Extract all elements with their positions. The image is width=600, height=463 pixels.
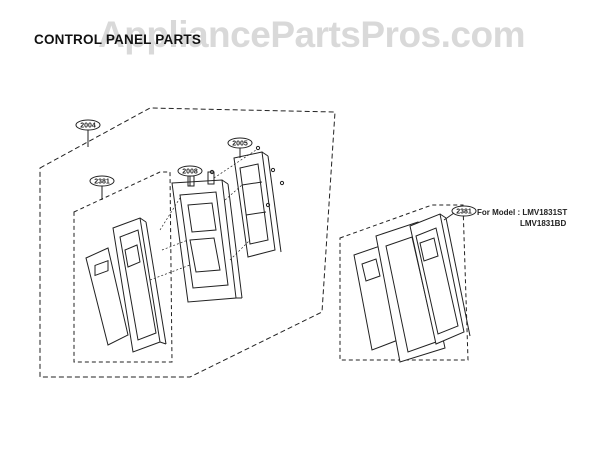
callout-2004: 2004 xyxy=(80,123,96,130)
watermark: AppliancePartsPros.com xyxy=(98,14,525,55)
callout-2005: 2005 xyxy=(232,141,248,148)
front-panel-right xyxy=(409,213,471,345)
model-note-line-1: For Model : LMV1831ST xyxy=(477,208,568,217)
model-note-line-2: LMV1831BD xyxy=(520,219,567,228)
pcb-board xyxy=(233,151,282,258)
window-film-left xyxy=(85,247,129,346)
model-note: For Model : LMV1831ST LMV1831BD xyxy=(477,207,567,229)
callout-2381-right-bubble xyxy=(451,205,477,217)
callout-2008: 2008 xyxy=(182,169,198,176)
front-panel-left xyxy=(112,217,167,353)
page-title: CONTROL PANEL PARTS xyxy=(34,32,202,47)
control-panel-middle xyxy=(171,171,243,303)
callout-2381-left: 2381 xyxy=(94,179,110,186)
screws xyxy=(209,145,285,208)
callout-2381-right: 2381 xyxy=(456,209,472,216)
right-frame-boundary xyxy=(339,204,469,361)
left-frame-boundary xyxy=(73,171,173,363)
